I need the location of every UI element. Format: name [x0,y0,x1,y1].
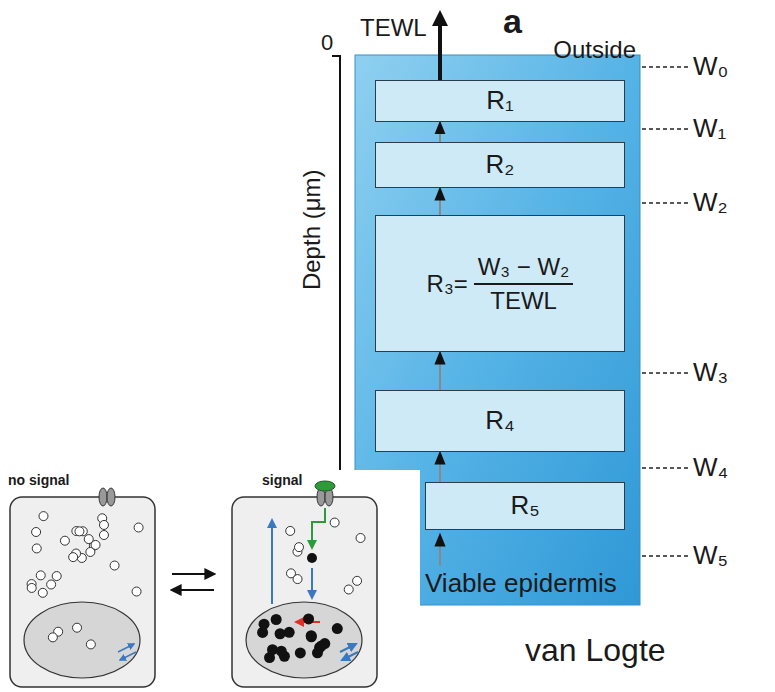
formula-part: R₃= [427,270,468,298]
transport-arrows [272,520,358,660]
flux-label: TEWL [360,14,427,42]
layer-box: R₅ [425,482,625,530]
flux-arrow [439,188,441,215]
boundary-label: W₂ [693,188,728,218]
inflow-arrow [439,534,441,566]
resistance-label: R₁ [486,86,514,116]
axis-tick [332,55,340,57]
layer-box: R₂ [375,142,625,188]
axis-value: 0 [321,30,333,55]
boundary-label: W₄ [693,453,728,483]
cell-outline [10,497,155,687]
resistance-label: R₅ [510,491,539,521]
fraction: W₃ − W₂TEWL [474,253,574,314]
state-label: signal [262,472,302,488]
citation: van Logte [525,632,666,669]
nucleus [246,602,362,678]
axis-title: Depth (μm) [298,170,326,291]
flux-arrow [439,352,441,390]
state-label: no signal [8,472,69,488]
particles [27,512,365,664]
resistance-label: R₂ [486,150,515,180]
layer-box: R₃=W₃ − W₂TEWL [375,215,625,352]
boundary-label: W₁ [693,114,726,144]
channel [99,488,115,506]
region-label: Viable epidermis [425,569,617,599]
cell-outline [232,497,377,687]
region-label: Outside [553,36,636,64]
formula-part: TEWL [490,285,557,315]
flux-arrow [439,122,441,142]
messenger [307,553,317,563]
signal-path [312,508,325,548]
resistance-label: R₄ [485,406,514,436]
formula-part: W₃ − W₂ [474,253,574,285]
flux-arrow [439,452,441,482]
equilibrium-arrows [172,574,214,590]
boundary-label: W₃ [693,358,728,388]
panel-letter: a [503,2,522,41]
receptor [315,481,335,506]
depth-axis [339,55,341,470]
skin-panel: OutsideViable epidermisR₁R₂R₃=W₃ − W₂TEW… [355,55,640,605]
layer-box: R₁ [375,80,625,122]
nucleus [24,602,140,678]
boundary-label: W₀ [693,52,728,82]
inset-ground [0,470,420,692]
layer-box: R₄ [375,390,625,452]
w-dashes [642,67,690,556]
tewl-arrow [438,18,442,80]
boundary-label: W₅ [693,541,728,571]
pore-arrows [118,644,136,660]
